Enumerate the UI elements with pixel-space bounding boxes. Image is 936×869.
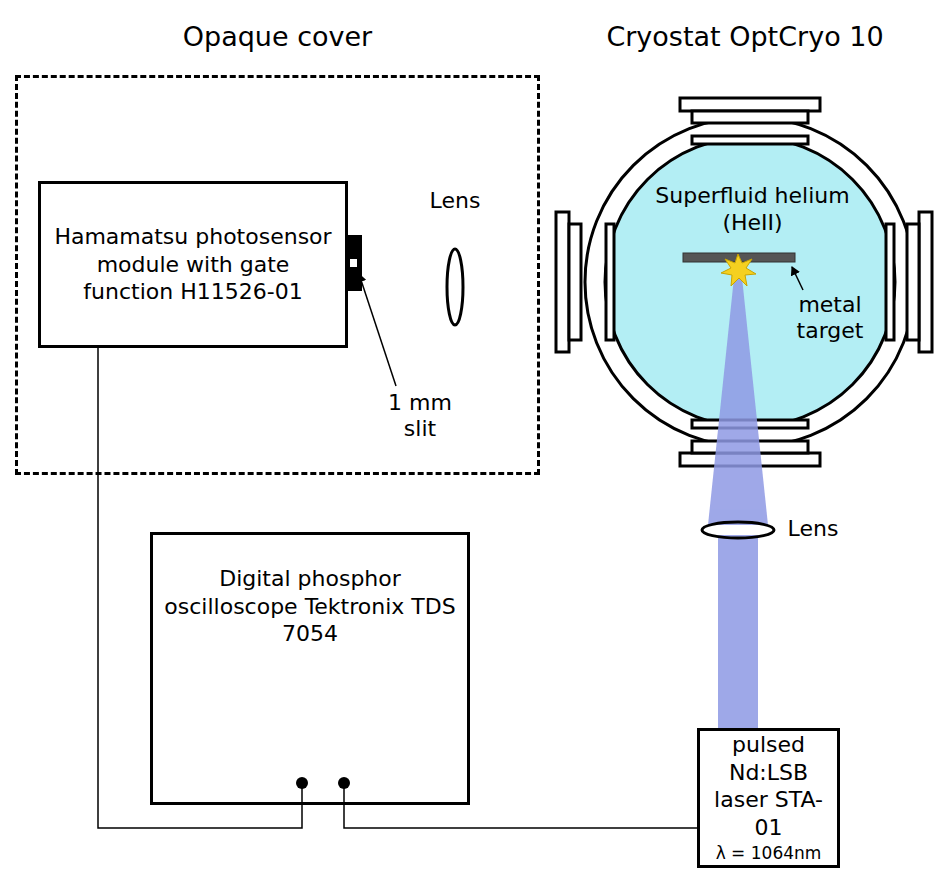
lens [702, 522, 774, 538]
box-label: pulsed Nd:LSB laser STA-01 [708, 731, 829, 841]
leader-line [359, 274, 396, 386]
slit-label: 1 mm slit [385, 390, 455, 443]
region-heading: Opaque cover [18, 20, 537, 54]
slit [350, 259, 357, 267]
lens-label: Lens [778, 516, 848, 542]
target-label: metal target [780, 292, 880, 345]
box-label: Hamamatsu photosensor module with gate f… [49, 223, 337, 306]
laser-beam [708, 268, 768, 728]
region-heading: Cryostat OptCryo 10 [555, 20, 935, 54]
photosensor-box: Hamamatsu photosensor module with gate f… [38, 181, 348, 348]
lens [447, 249, 463, 325]
oscilloscope-box: Digital phosphor oscilloscope Tektronix … [150, 532, 470, 805]
medium-label: Superfluid helium (HeII) [655, 182, 850, 237]
cover-region: Opaque coverHamamatsu photosensor module… [15, 75, 540, 475]
signal-wire [344, 783, 697, 828]
leader-line [792, 267, 803, 290]
laser-spark [721, 254, 756, 286]
laser-box: pulsed Nd:LSB laser STA-01λ = 1064nm [697, 728, 840, 868]
wavelength-note: λ = 1064nm [716, 843, 822, 864]
lens-label: Lens [420, 188, 490, 214]
helium-region: Superfluid helium (HeII) [655, 172, 850, 246]
terminal-dot [296, 777, 308, 789]
cryostat: Cryostat OptCryo 10 Superfluid helium (He… [555, 8, 935, 478]
terminal-dot [338, 777, 350, 789]
box-label: Digital phosphor oscilloscope Tektronix … [161, 565, 459, 648]
